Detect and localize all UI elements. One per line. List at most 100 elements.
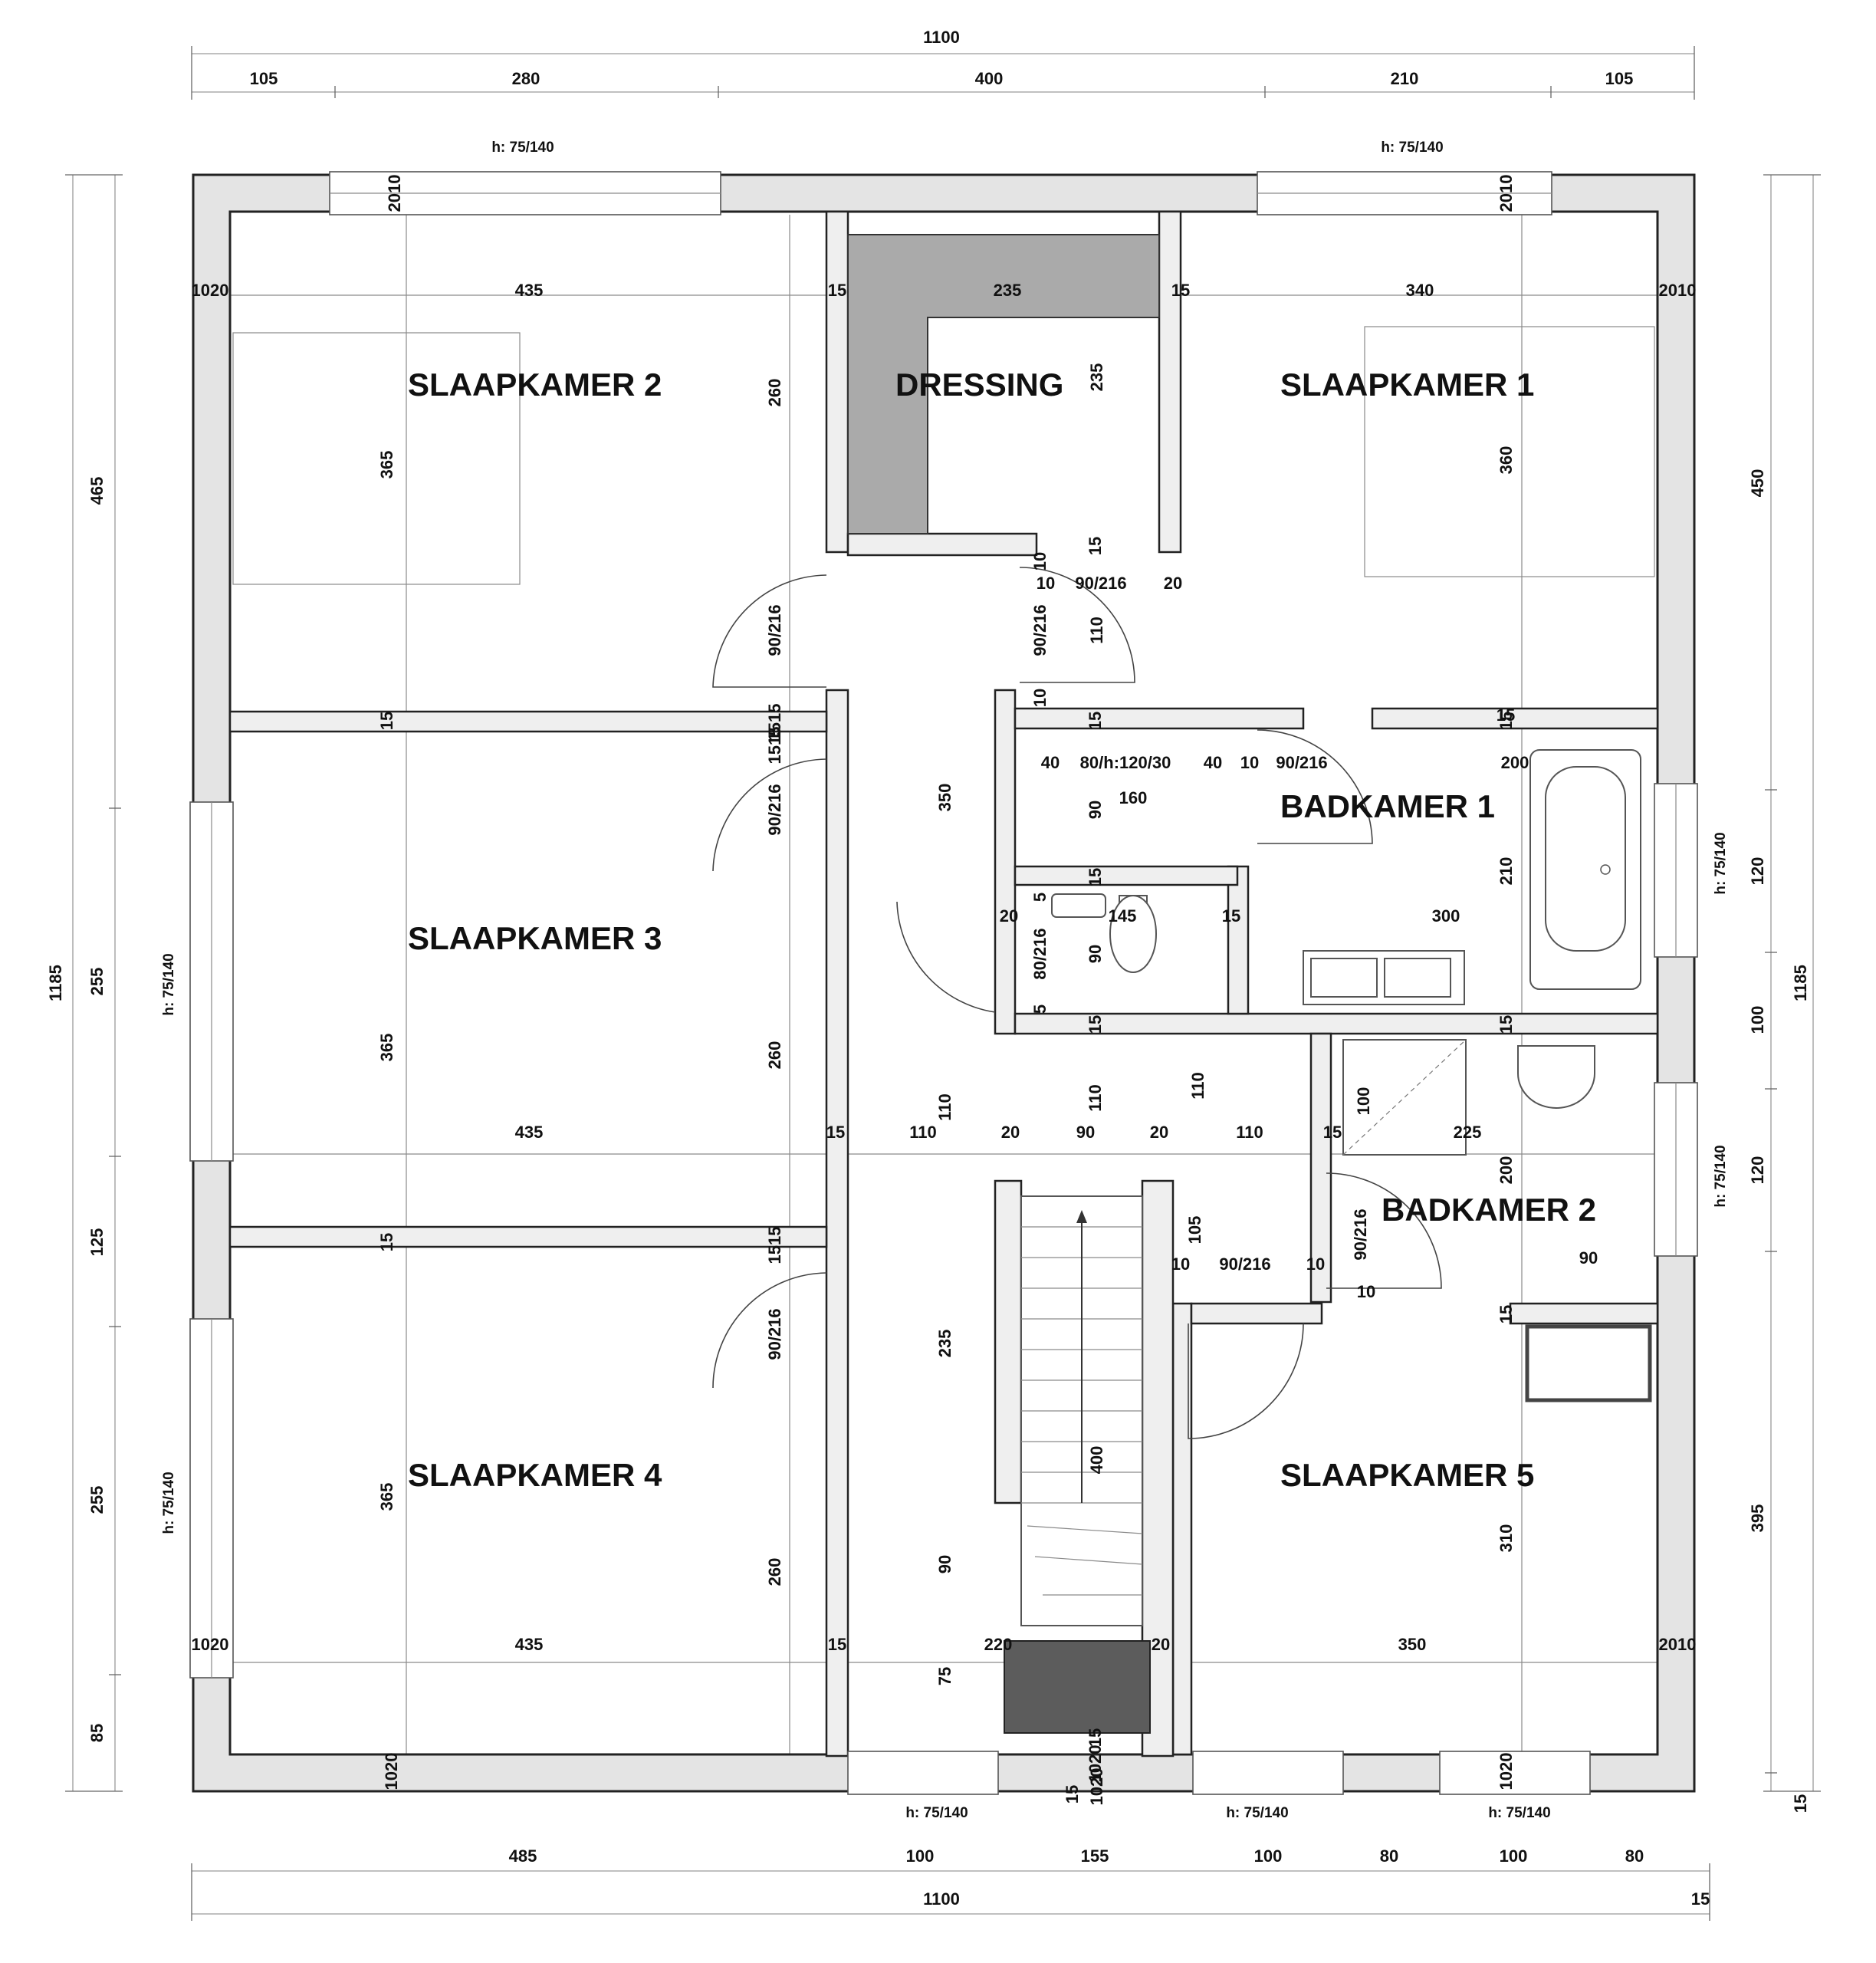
interior-dimension-label: 310 [1497, 1524, 1516, 1553]
interior-dimension-label: 15 [1086, 1015, 1105, 1034]
interior-dimension-label: 15 [1497, 705, 1515, 725]
interior-dimension-label: 225 [1454, 1123, 1482, 1142]
dim-bottom-seg6: 100 [1500, 1846, 1528, 1866]
room-badkamer-1: BADKAMER 1 [1280, 788, 1495, 824]
interior-dimension-label: 2010 [1659, 281, 1697, 300]
outer-walls [192, 173, 1696, 1793]
interior-dimension-label: 15 [1497, 1015, 1516, 1034]
interior-dimension-label: 1020 [192, 281, 229, 300]
interior-dimension-label: 1020 [1087, 1768, 1106, 1806]
window-height-bottom-3: h: 75/140 [1488, 1805, 1550, 1821]
interior-dimension-label: 15 [1323, 1123, 1342, 1142]
interior-dimension-label: 10 [1030, 552, 1050, 570]
windows [189, 171, 1698, 1795]
room-dressing: DRESSING [895, 367, 1063, 403]
interior-dimension-label: 2010 [1659, 1635, 1697, 1654]
dim-bottom-total: 1100 [923, 1889, 960, 1909]
stair-void [1004, 1640, 1151, 1734]
window-height-top-right: h: 75/140 [1381, 140, 1443, 156]
interior-dimension-label: 100 [1354, 1087, 1373, 1116]
dim-right-seg3: 100 [1748, 1006, 1767, 1034]
interior-dimension-label: 1515 [765, 704, 784, 741]
interior-dimension-label: 15 [1086, 1728, 1105, 1747]
interior-dimension-label: 90/216 [1030, 604, 1050, 656]
interior-dimension-label: 200 [1497, 1156, 1516, 1185]
interior-dimension-label: 365 [377, 451, 396, 479]
interior-dimension-label: 235 [994, 281, 1022, 300]
dim-left-seg2: 255 [87, 968, 107, 996]
interior-dimension-label: 110 [909, 1123, 937, 1142]
dim-right-seg5: 395 [1748, 1504, 1767, 1533]
interior-dimension-label: 435 [515, 1635, 544, 1654]
interior-dimension-label: 90 [1579, 1248, 1598, 1268]
interior-dimension-label: 15 [826, 1123, 845, 1142]
window-height-labels: h: 75/140 h: 75/140 h: 75/140 h: 75/140 … [161, 140, 1729, 1821]
interior-dimension-label: 15 [1171, 281, 1190, 300]
window-height-left-2: h: 75/140 [161, 1471, 177, 1534]
interior-dimension-label: 235 [1087, 363, 1106, 392]
window-height-left-1: h: 75/140 [161, 953, 177, 1015]
interior-dimension-label: 145 [1109, 906, 1137, 926]
interior-dimension-label: 1020 [1086, 1745, 1105, 1783]
window-height-bottom-1: h: 75/140 [905, 1805, 968, 1821]
interior-dimension-label: 340 [1406, 281, 1434, 300]
interior-dimension-label: 10 [1357, 1282, 1375, 1301]
interior-dimension-label: 90/216 [1075, 574, 1126, 593]
interior-dimension-label: 90/216 [1351, 1208, 1370, 1260]
interior-dimension-label: 435 [515, 281, 544, 300]
interior-dimension-label: 365 [377, 1483, 396, 1511]
dim-left-seg3: 125 [87, 1228, 107, 1257]
interior-dimension-label: 1020 [1497, 1753, 1516, 1790]
interior-dimension-label: 90 [1086, 945, 1105, 963]
interior-dimension-label: 110 [935, 1093, 954, 1121]
interior-dimension-label: 10 [1171, 1254, 1190, 1274]
interior-dimension-label: 90 [1086, 801, 1105, 819]
interior-dimension-label: 15 [1086, 712, 1105, 730]
interior-dimension-label: 210 [1497, 857, 1516, 886]
interior-dimension-label: 15 [1086, 537, 1105, 555]
interior-dimension-label: 15 [377, 712, 396, 730]
interior-dimension-label: 40 [1204, 753, 1222, 772]
dim-top-seg1: 105 [250, 69, 278, 88]
interior-dimension-label: 75 [935, 1667, 954, 1685]
outer-dimensions: 1100 105 280 400 210 105 485 100 155 100… [46, 28, 1810, 1909]
dim-top-total: 1100 [923, 28, 960, 47]
interior-dimension-label: 110 [1086, 1084, 1105, 1112]
interior-dimension-label: 365 [377, 1034, 396, 1062]
interior-dimension-label: 350 [935, 784, 954, 812]
dim-right-seg4: 120 [1748, 1156, 1767, 1185]
dim-top-seg2: 280 [512, 69, 540, 88]
interior-dimension-label: 220 [984, 1635, 1013, 1654]
interior-dimension-label: 20 [1164, 574, 1182, 593]
interior-dimension-label: 260 [765, 379, 784, 407]
interior-dimension-label: 300 [1432, 906, 1460, 926]
interior-dimension-label: 20 [1152, 1635, 1170, 1654]
interior-dimension-label: 80/h:120/30 [1080, 753, 1171, 772]
dim-top-seg5: 105 [1605, 69, 1634, 88]
interior-dimension-label: 110 [1236, 1123, 1263, 1142]
dim-bottom-seg4: 100 [1254, 1846, 1283, 1866]
dim-right-seg1: 450 [1748, 469, 1767, 498]
window-height-right-2: h: 75/140 [1713, 1145, 1729, 1207]
interior-dimension-label: 2010 [1497, 175, 1516, 212]
room-slaapkamer-1: SLAAPKAMER 1 [1280, 367, 1534, 403]
interior-dimension-label: 200 [1501, 753, 1529, 772]
window-height-bottom-2: h: 75/140 [1226, 1805, 1288, 1821]
dim-left-seg5: 85 [87, 1724, 107, 1742]
interior-dimension-label: 10 [1306, 1254, 1325, 1274]
window-height-top-left: h: 75/140 [491, 140, 554, 156]
interior-dimension-label: 10 [1037, 574, 1055, 593]
interior-dimension-label: 40 [1041, 753, 1060, 772]
dim-top-seg3: 400 [975, 69, 1004, 88]
interior-dimension-label: 110 [1087, 617, 1106, 644]
interior-dimension-label: 1515 [765, 727, 784, 764]
interior-dimension-label: 350 [1398, 1635, 1427, 1654]
interior-dimension-label: 90/216 [1276, 753, 1327, 772]
interior-dimension-label: 20 [1150, 1123, 1168, 1142]
dim-bottom-seg7: 80 [1625, 1846, 1644, 1866]
interior-dimension-label: 15 [377, 1233, 396, 1251]
interior-dimension-label: 360 [1497, 446, 1516, 475]
room-labels: SLAAPKAMER 2 DRESSING SLAAPKAMER 1 BADKA… [408, 367, 1596, 1493]
